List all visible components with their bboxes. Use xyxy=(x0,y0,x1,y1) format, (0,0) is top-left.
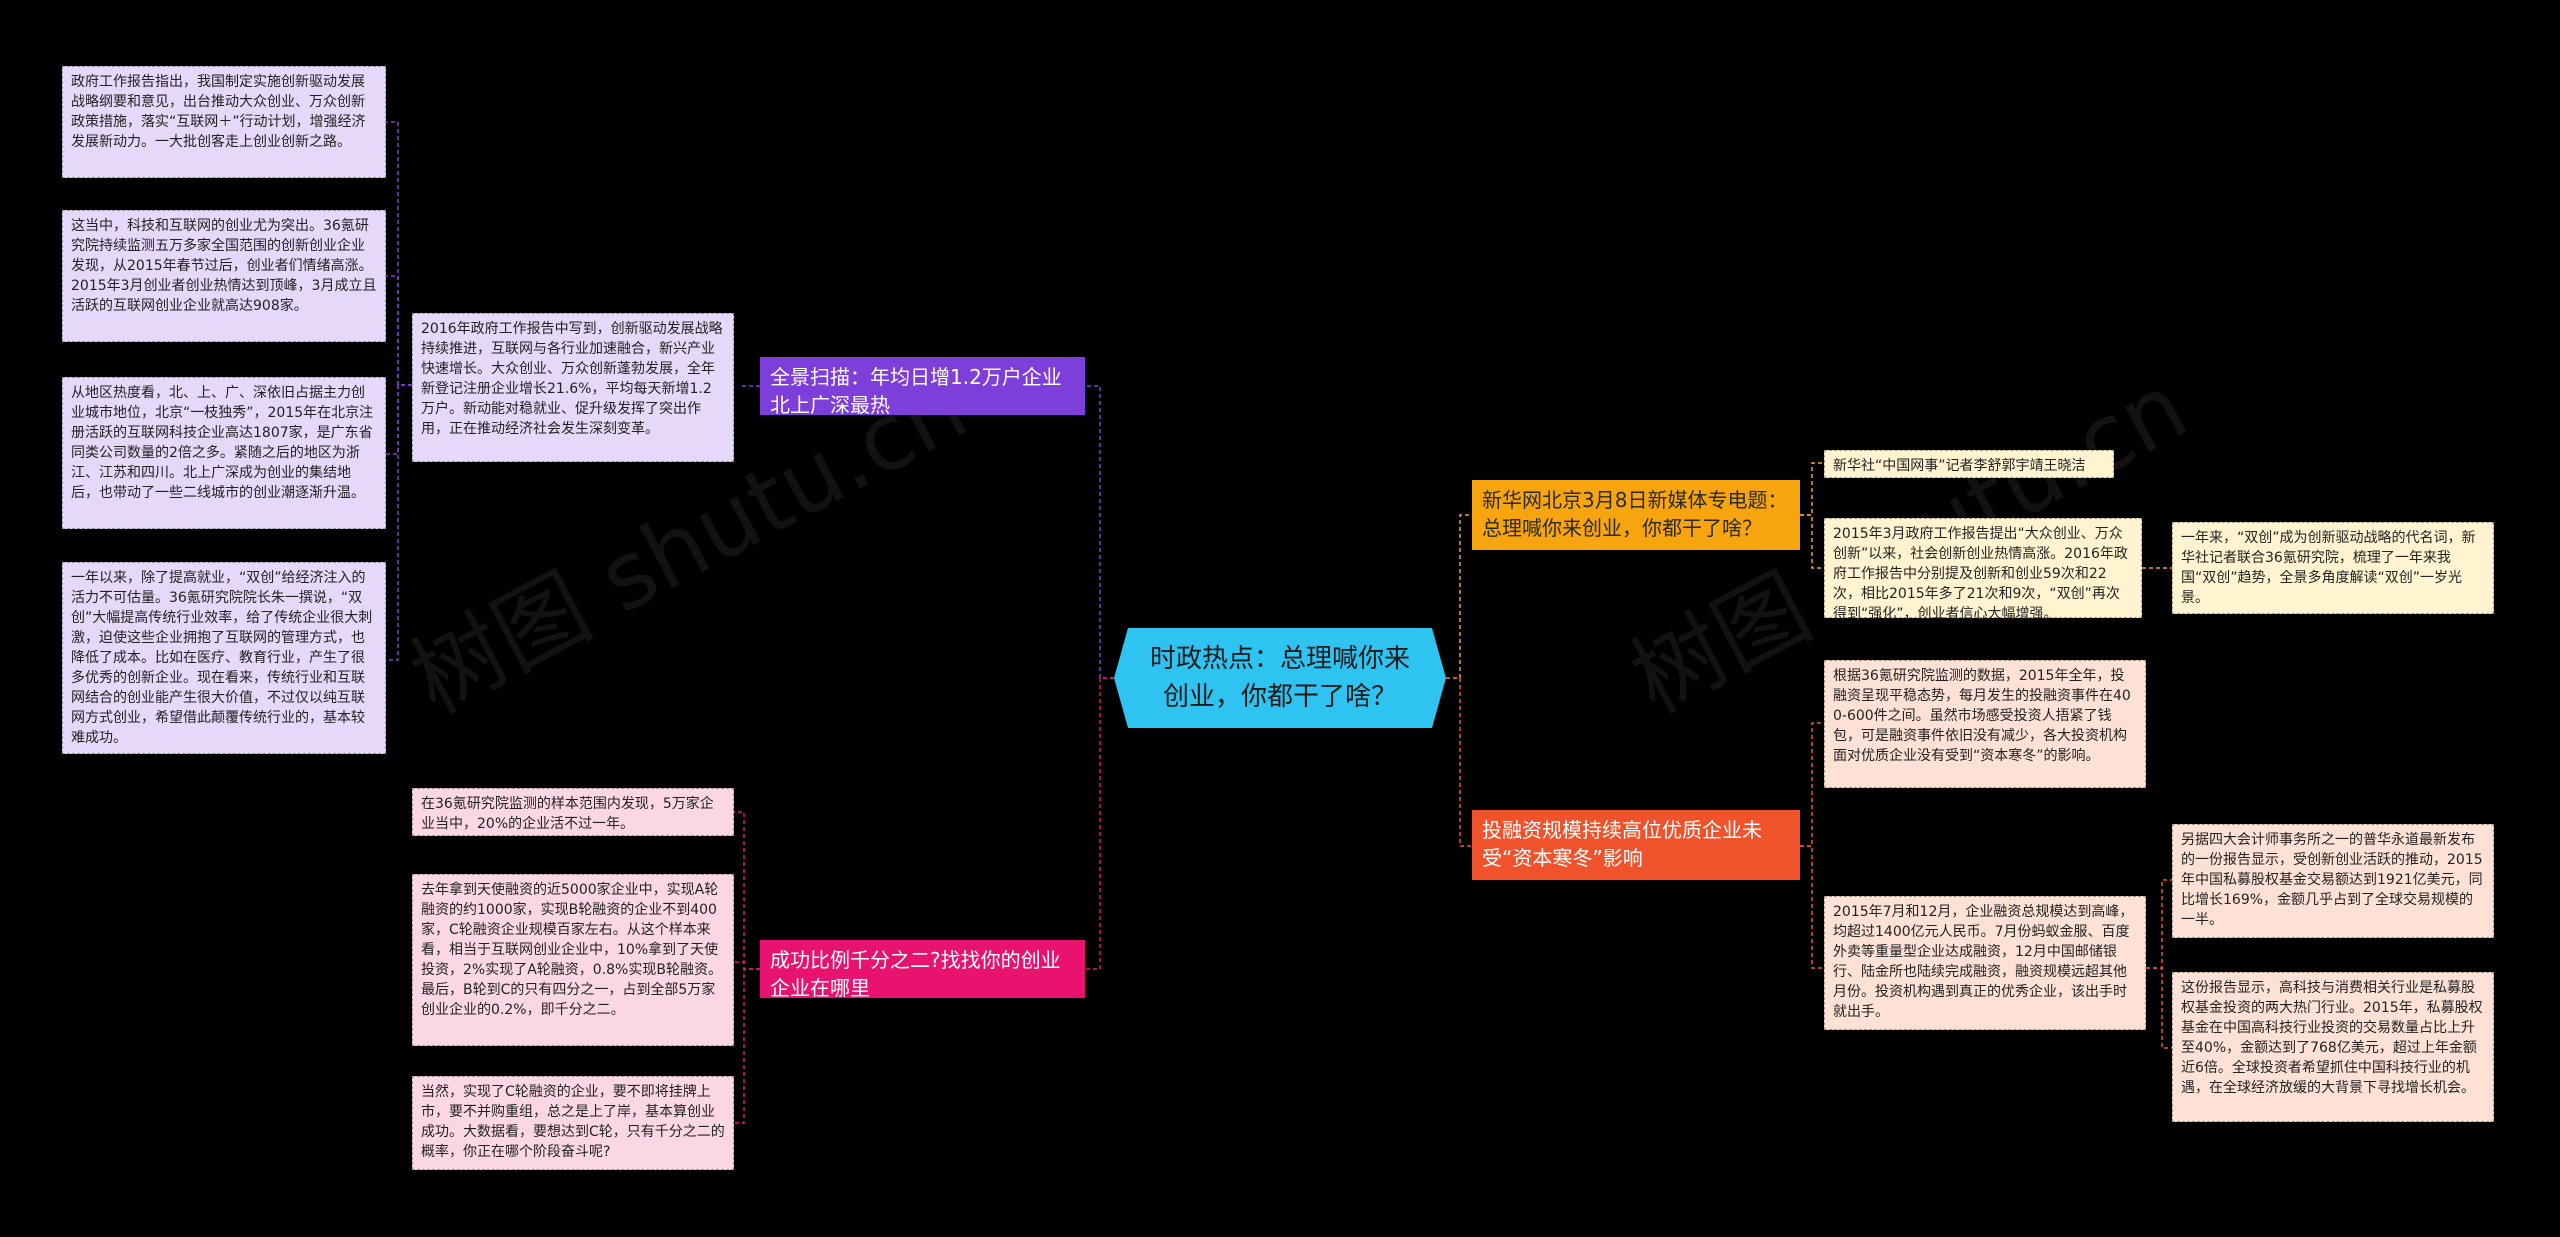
branch-xinhua-report-detail: 2015年3月政府工作报告提出“大众创业、万众创新”以来，社会创新创业热情高涨。… xyxy=(1824,518,2142,622)
branch-xinhua-report-detail: 新华社“中国网事”记者李舒郭宇靖王晓洁 xyxy=(1824,450,2114,478)
branch-financing-detail: 根据36氪研究院监测的数据，2015年全年，投融资呈现平稳态势，每月发生的投融资… xyxy=(1824,660,2146,788)
branch-overview[interactable]: 全景扫描：年均日增1.2万户企业北上广深最热 xyxy=(760,357,1085,417)
branch-financing[interactable]: 投融资规模持续高位优质企业未受“资本寒冬”影响 xyxy=(1472,810,1800,880)
branch-overview-detail: 这当中，科技和互联网的创业尤为突出。36氪研究院持续监测五万多家全国范围的创新创… xyxy=(62,210,386,342)
branch-financing-detail: 2015年7月和12月，企业融资总规模达到高峰，均超过1400亿元人民币。7月份… xyxy=(1824,896,2146,1030)
branch-financing-sub: 另据四大会计师事务所之一的普华永道最新发布的一份报告显示，受创新创业活跃的推动，… xyxy=(2172,824,2494,938)
branch-overview-detail: 一年以来，除了提高就业，“双创”给经济注入的活力不可估量。36氪研究院院长朱一撰… xyxy=(62,562,386,754)
branch-overview-detail: 从地区热度看，北、上、广、深依旧占据主力创业城市地位，北京“一枝独秀”，2015… xyxy=(62,377,386,529)
branch-overview-detail: 政府工作报告指出，我国制定实施创新驱动发展战略纲要和意见，出台推动大众创业、万众… xyxy=(62,66,386,178)
branch-success-rate-detail: 当然，实现了C轮融资的企业，要不即将挂牌上市，要不并购重组，总之是上了岸，基本算… xyxy=(412,1076,734,1170)
root-label: 时政热点：总理喊你来创业，你都干了啥？ xyxy=(1149,644,1410,712)
root-node[interactable]: 时政热点：总理喊你来创业，你都干了啥？ xyxy=(1114,628,1446,728)
branch-success-rate-detail: 去年拿到天使融资的近5000家企业中，实现A轮融资的约1000家，实现B轮融资的… xyxy=(412,874,734,1046)
branch-overview-summary: 2016年政府工作报告中写到，创新驱动发展战略持续推进，互联网与各行业加速融合，… xyxy=(412,313,734,462)
branch-success-rate-detail: 在36氪研究院监测的样本范围内发现，5万家企业当中，20%的企业活不过一年。 xyxy=(412,788,734,836)
branch-success-rate[interactable]: 成功比例千分之二?找找你的创业企业在哪里 xyxy=(760,940,1085,1000)
branch-xinhua-report[interactable]: 新华网北京3月8日新媒体专电题：总理喊你来创业，你都干了啥？ xyxy=(1472,480,1800,550)
branch-xinhua-report-sub: 一年来，“双创”成为创新驱动战略的代名词，新华社记者联合36氪研究院，梳理了一年… xyxy=(2172,522,2494,614)
branch-financing-sub: 这份报告显示，高科技与消费相关行业是私募股权基金投资的两大热门行业。2015年，… xyxy=(2172,972,2494,1122)
